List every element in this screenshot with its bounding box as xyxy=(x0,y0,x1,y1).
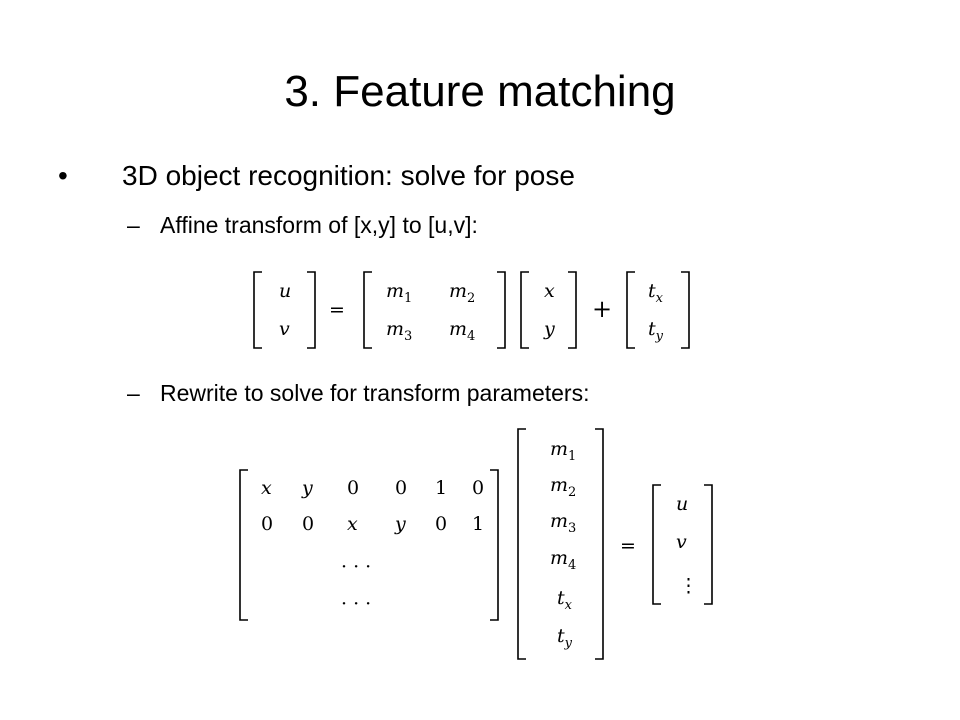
eq2-r1c1: x xyxy=(261,477,272,499)
bracket xyxy=(239,469,248,621)
bracket xyxy=(253,271,262,349)
eq2-r2c4: y xyxy=(394,513,406,535)
eq1-plus: + xyxy=(592,295,612,323)
bracket xyxy=(568,271,577,349)
sub-bullet-text-1: Affine transform of [x,y] to [u,v]: xyxy=(160,212,478,238)
eq1-ty: ty xyxy=(648,318,664,344)
eq1-equals: = xyxy=(329,299,345,321)
eq2-rhs-vdots: ⋮ xyxy=(679,575,698,597)
sub-bullet-text-2: Rewrite to solve for transform parameter… xyxy=(160,380,590,406)
eq2-p-tx: tx xyxy=(557,587,573,613)
bracket xyxy=(363,271,372,349)
eq2-p-m4: m4 xyxy=(550,547,576,573)
eq2-rhs-v: v xyxy=(676,531,687,553)
eq1-vec-x: x xyxy=(544,280,555,302)
eq1-m4: m4 xyxy=(449,318,475,344)
bracket xyxy=(497,271,506,349)
eq2-ellipsis-1: · · · xyxy=(341,556,371,578)
eq2-r2c2: 0 xyxy=(302,513,314,535)
bracket xyxy=(520,271,529,349)
eq2-r2c3: x xyxy=(347,513,358,535)
bracket xyxy=(307,271,316,349)
bracket xyxy=(704,484,713,605)
eq2-r1c3: 0 xyxy=(347,477,359,499)
eq1-lhs-v: v xyxy=(279,318,290,340)
bullet-marker: • xyxy=(58,160,68,191)
eq1-m3: m3 xyxy=(386,318,412,344)
eq2-p-m1: m1 xyxy=(550,438,576,464)
eq2-r2c5: 0 xyxy=(435,513,447,535)
bracket xyxy=(681,271,690,349)
eq2-r1c6: 0 xyxy=(472,477,484,499)
eq1-tx: tx xyxy=(648,280,664,306)
bracket xyxy=(517,428,526,660)
eq1-lhs-u: u xyxy=(279,280,291,302)
eq2-r1c5: 1 xyxy=(435,477,447,499)
eq2-r1c4: 0 xyxy=(395,477,407,499)
bracket xyxy=(652,484,661,605)
sub-bullet-marker-1: – xyxy=(127,212,140,238)
eq2-rhs-u: u xyxy=(676,493,688,515)
bullet-text: 3D object recognition: solve for pose xyxy=(122,160,575,191)
eq2-r2c6: 1 xyxy=(472,513,484,535)
affine-equation: u v = m1 m2 m3 m4 x y + tx ty xyxy=(253,271,690,349)
eq2-ellipsis-2: · · · xyxy=(341,593,371,615)
eq2-r1c2: y xyxy=(301,477,313,499)
eq2-p-m3: m3 xyxy=(550,510,576,536)
bracket xyxy=(490,469,499,621)
eq1-vec-y: y xyxy=(543,318,555,340)
eq1-m1: m1 xyxy=(386,280,412,306)
bracket xyxy=(595,428,604,660)
eq2-p-m2: m2 xyxy=(550,474,576,500)
bracket xyxy=(626,271,635,349)
eq1-m2: m2 xyxy=(449,280,475,306)
linear-system-equation: x y 0 0 1 0 0 0 x y 0 1 · · · · · · m1 m… xyxy=(239,428,713,660)
eq2-equals: = xyxy=(620,535,636,557)
slide-title: 3. Feature matching xyxy=(284,67,676,116)
sub-bullet-marker-2: – xyxy=(127,380,140,406)
eq2-p-ty: ty xyxy=(557,625,573,651)
eq2-r2c1: 0 xyxy=(261,513,273,535)
